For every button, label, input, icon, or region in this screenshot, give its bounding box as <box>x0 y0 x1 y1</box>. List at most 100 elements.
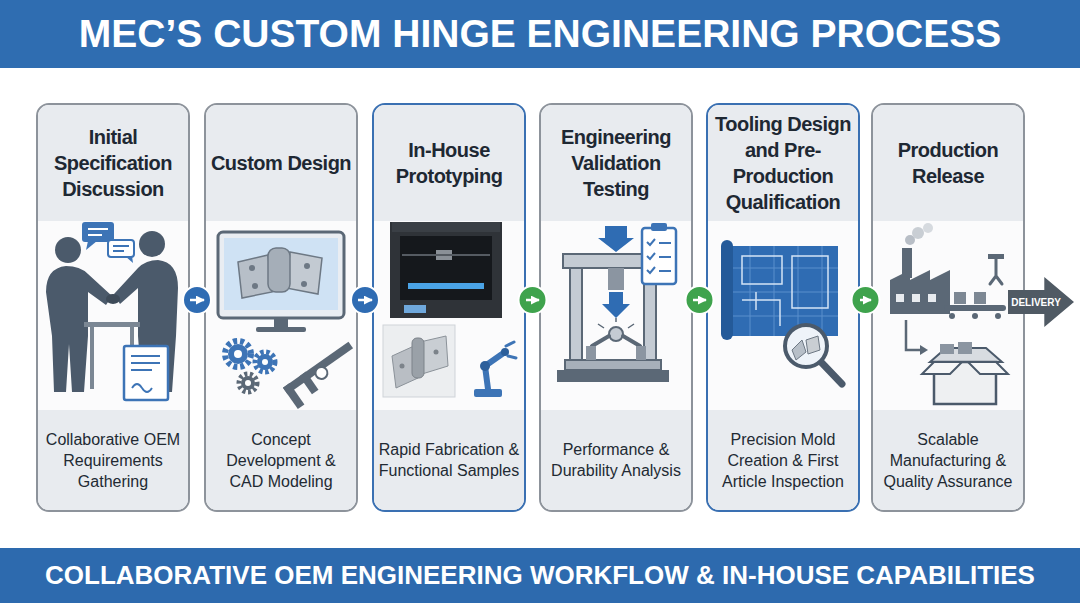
clipboard-icon <box>647 239 655 273</box>
test-rig-icon <box>602 292 630 318</box>
factory-icon <box>896 294 904 302</box>
test-rig-icon <box>608 268 624 290</box>
magnifier-icon <box>792 340 806 360</box>
box-icon <box>930 348 1002 362</box>
card-header: Tooling Design and Pre-Production Qualif… <box>708 105 858 221</box>
monitor-icon <box>256 327 306 332</box>
clipboard-icon <box>659 243 671 271</box>
handshake-illustration <box>90 327 94 389</box>
box-icon <box>958 342 972 354</box>
clipboard-icon <box>642 228 676 284</box>
card-header: Custom Design <box>206 105 356 221</box>
robot-arm-icon <box>480 361 490 371</box>
hinge-photo <box>392 346 418 388</box>
box-icon <box>968 362 1008 374</box>
speech-bubble-icon <box>88 228 108 230</box>
card-illustration-area <box>708 221 858 410</box>
card-footer: Rapid Fabrication & Functional Samples <box>374 410 524 510</box>
factory-icon <box>912 227 924 239</box>
title-band: MEC’S CUSTOM HINGE ENGINEERING PROCESS <box>0 0 1080 68</box>
monitor-icon <box>304 263 310 269</box>
delivery-arrow-shape <box>1008 277 1074 327</box>
printer-photo <box>436 250 452 260</box>
gear-icon <box>255 352 275 372</box>
factory-icon <box>905 235 915 245</box>
caption-text: COLLABORATIVE OEM ENGINEERING WORKFLOW &… <box>45 560 1035 591</box>
robot-arm-icon <box>485 352 505 389</box>
delivery-label: DELIVERY <box>1011 297 1061 308</box>
gear-icon <box>245 380 251 386</box>
handshake-illustration <box>55 237 81 263</box>
hinge-photo <box>412 338 424 378</box>
step-heading: Tooling Design and Pre-Production Qualif… <box>711 111 855 215</box>
speech-bubble-icon <box>82 222 134 263</box>
factory-icon <box>990 258 1002 284</box>
magnifier-icon <box>785 325 842 384</box>
speech-bubble-icon <box>108 240 134 257</box>
handshake-illustration <box>46 266 112 392</box>
monitor-icon <box>249 265 255 271</box>
robot-arm-icon <box>474 342 516 397</box>
step-description: Precision Mold Creation & First Article … <box>712 429 854 492</box>
box-icon <box>922 342 1008 404</box>
magnifier-icon <box>806 336 820 354</box>
factory-icon <box>902 248 912 278</box>
factory-icon <box>928 294 936 302</box>
monitor-icon <box>238 255 272 298</box>
factory-icon <box>954 292 966 304</box>
monitor-icon <box>274 318 288 328</box>
clipboard-icon <box>651 223 667 231</box>
handshake-illustration <box>84 322 140 327</box>
delivery-arrow: DELIVERY <box>1008 277 1074 327</box>
monitor-icon <box>286 252 322 294</box>
test-rig-icon <box>557 226 669 382</box>
process-card: Tooling Design and Pre-Production Qualif… <box>706 103 860 512</box>
step-heading: Custom Design <box>211 150 351 176</box>
factory-icon <box>920 345 928 355</box>
step-heading: Production Release <box>876 137 1020 189</box>
card-footer: Scalable Manufacturing & Quality Assuran… <box>873 410 1023 510</box>
factory-icon <box>988 254 1004 259</box>
speech-bubble-icon <box>125 256 133 263</box>
printer-photo <box>408 283 484 289</box>
factory-icon <box>995 313 1001 319</box>
flow-arrow <box>860 299 871 302</box>
monitor-icon <box>218 232 344 318</box>
robot-arm-icon <box>506 342 516 358</box>
test-rig-icon <box>557 370 669 382</box>
speech-bubble-icon <box>82 222 114 242</box>
monitor-icon <box>224 238 338 310</box>
blueprint-icon <box>721 240 838 340</box>
factory-icon <box>890 270 950 314</box>
document-icon <box>131 369 152 371</box>
speech-bubble-icon <box>113 250 124 252</box>
factory-icon <box>912 294 920 302</box>
test-rig-icon <box>598 226 634 252</box>
card-footer: Concept Development & CAD Modeling <box>206 410 356 510</box>
document-icon <box>124 346 168 400</box>
process-card: In-House PrototypingRapid Fabrication & … <box>372 103 526 512</box>
step-heading: In-House Prototyping <box>377 137 521 189</box>
document-icon <box>132 384 152 392</box>
blueprint-icon <box>742 292 780 326</box>
gear-icon <box>225 341 251 367</box>
blueprint-icon <box>721 240 733 340</box>
connector-disc <box>183 286 211 314</box>
card-footer: Collaborative OEM Requirements Gathering <box>38 410 188 510</box>
process-card: Custom DesignConcept Development & CAD M… <box>204 103 358 512</box>
gear-icon <box>228 344 248 364</box>
flow-arrow <box>358 299 372 302</box>
factory-icon <box>944 305 1006 311</box>
card-header: Production Release <box>873 105 1023 221</box>
printer-photo <box>400 236 492 300</box>
factory-icon <box>890 223 1006 355</box>
test-rig-icon <box>592 336 640 346</box>
connector-disc <box>852 286 880 314</box>
step-description: Concept Development & CAD Modeling <box>210 429 352 492</box>
card-illustration-area <box>206 221 356 410</box>
process-card: Production ReleaseScalable Manufacturing… <box>871 103 1025 512</box>
card-footer: Precision Mold Creation & First Article … <box>708 410 858 510</box>
box-icon <box>940 344 954 354</box>
